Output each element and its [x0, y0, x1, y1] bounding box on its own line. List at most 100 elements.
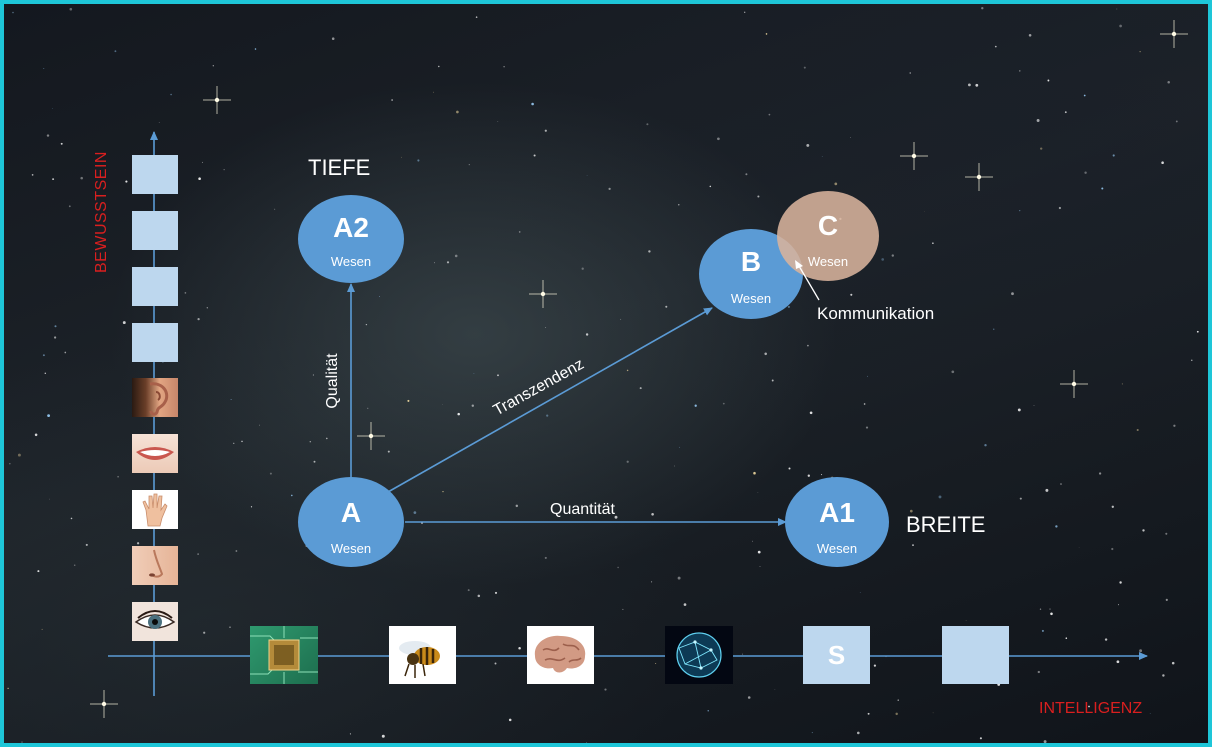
star: [1019, 209, 1021, 212]
quantitaet-label: Quantität: [550, 501, 615, 518]
star: [533, 154, 536, 157]
star: [617, 566, 619, 569]
star: [626, 460, 629, 463]
star: [357, 742, 359, 743]
star: [233, 442, 235, 444]
star: [1111, 505, 1114, 508]
star: [648, 250, 651, 253]
star: [694, 404, 697, 407]
star: [722, 402, 725, 405]
star: [1112, 154, 1115, 157]
star: [895, 712, 898, 716]
kommunikation-pointer-head: [795, 260, 803, 269]
earth-network-icon: [665, 626, 733, 684]
star: [1078, 547, 1080, 548]
node-a2-letter: A2: [333, 212, 369, 243]
star: [707, 710, 709, 712]
star: [614, 515, 618, 519]
star: [1149, 713, 1151, 714]
star: [42, 354, 45, 357]
star: [909, 72, 911, 74]
star: [757, 195, 760, 198]
star: [64, 351, 67, 354]
star: [1116, 660, 1120, 664]
star: [37, 570, 40, 573]
star: [241, 440, 243, 443]
star: [1139, 51, 1141, 53]
star: [759, 566, 761, 567]
star: [881, 258, 885, 261]
star: [312, 374, 314, 376]
chip-icon: [250, 626, 318, 684]
star: [325, 437, 328, 440]
star: [313, 460, 316, 463]
star: [752, 540, 753, 542]
star: [1049, 608, 1051, 610]
hand-icon: [132, 490, 178, 529]
star: [1136, 428, 1139, 432]
star: [365, 323, 368, 326]
node-a-letter: A: [340, 497, 362, 528]
vertical-square-1: [132, 155, 178, 194]
kommunikation-pointer: [798, 265, 820, 301]
star: [747, 696, 751, 699]
star: [1162, 674, 1165, 677]
star: [60, 142, 63, 145]
star: [454, 254, 458, 258]
star: [850, 293, 853, 296]
star: [856, 731, 860, 735]
star: [1060, 483, 1062, 485]
star: [52, 108, 53, 109]
star: [863, 403, 866, 405]
star: [744, 11, 746, 13]
star: [442, 404, 443, 406]
star: [31, 174, 34, 176]
star: [254, 48, 257, 50]
star: [951, 370, 955, 374]
star: [608, 187, 611, 191]
star: [742, 653, 744, 655]
star: [47, 414, 51, 418]
qualitaet-label: Qualität: [324, 353, 341, 409]
star: [69, 7, 73, 11]
star: [203, 631, 206, 634]
breite-label: BREITE: [906, 512, 986, 537]
star: [544, 129, 547, 132]
star: [515, 504, 519, 508]
star: [457, 412, 460, 416]
star: [1175, 120, 1178, 123]
star: [1033, 405, 1035, 406]
star: [909, 509, 913, 513]
star: [626, 369, 629, 372]
star: [803, 66, 806, 69]
star: [891, 254, 894, 257]
star: [391, 99, 393, 101]
eye-icon: [132, 602, 178, 641]
node-a-sub: Wesen: [330, 541, 372, 556]
star: [1121, 383, 1123, 385]
star: [197, 553, 199, 555]
star: [43, 68, 45, 69]
star: [446, 261, 450, 264]
star: [850, 137, 852, 138]
node-b-letter: B: [740, 246, 762, 277]
star: [1083, 94, 1086, 97]
ear-icon: [132, 378, 178, 417]
star: [477, 594, 481, 598]
star: [765, 33, 768, 35]
star: [1039, 608, 1042, 610]
star: [46, 134, 50, 137]
horizontal-axis-label: INTELLIGENZ: [1039, 700, 1143, 717]
star: [1196, 330, 1199, 333]
star: [1165, 532, 1168, 535]
star: [811, 732, 813, 734]
star: [518, 646, 521, 650]
star: [198, 177, 201, 180]
star: [807, 474, 810, 477]
star: [378, 295, 381, 298]
star: [85, 543, 88, 546]
star: [1119, 581, 1122, 584]
star: [1019, 70, 1021, 72]
star: [259, 424, 260, 426]
node-a-circle: [298, 477, 404, 567]
